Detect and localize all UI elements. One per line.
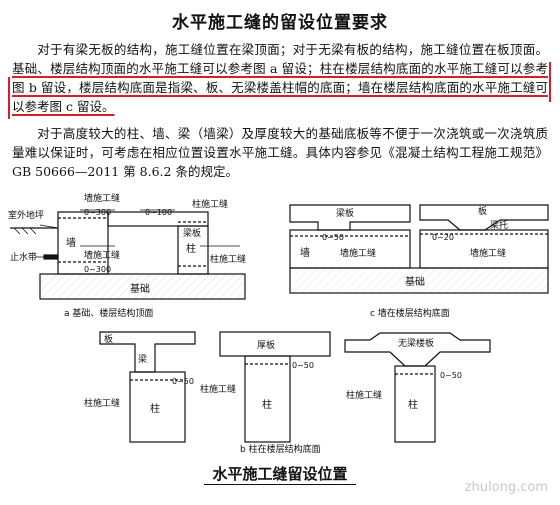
label-b-column-mid: 柱 bbox=[262, 398, 272, 411]
label-wall-joint-top: 墙施工缝 bbox=[84, 192, 120, 204]
label-b-beam: 梁 bbox=[138, 353, 147, 365]
paragraph-2-text: 对于高度较大的柱、墙、梁（墙梁）及厚度较大的基础底板等不便于一次浇筑或一次浇筑质… bbox=[12, 126, 548, 179]
page-title: 水平施工缝的留设位置要求 bbox=[172, 13, 388, 33]
figure-caption-text: 水平施工缝留设位置 bbox=[204, 465, 356, 485]
paragraph-1-highlight: 基础、楼层结构顶面的水平施工缝可以参考图 a 留设；柱在楼层结构底面的水平施工缝… bbox=[12, 61, 548, 114]
label-c-dim-0-20: 0~20 bbox=[432, 233, 454, 242]
label-dim-0-100: 0~100 bbox=[145, 208, 172, 217]
label-beam-board: 梁板 bbox=[183, 227, 201, 239]
label-c-beam-board: 梁板 bbox=[336, 207, 354, 219]
figure-caption: 水平施工缝留设位置 bbox=[0, 463, 560, 485]
figure-a bbox=[10, 209, 246, 300]
figure-b bbox=[99, 331, 491, 443]
label-b-column-joint-left: 柱施工缝 bbox=[84, 397, 120, 409]
column-right bbox=[394, 365, 436, 443]
label-c-wall-joint-left: 墙施工缝 bbox=[340, 247, 376, 259]
label-column-joint-top: 柱施工缝 bbox=[192, 198, 228, 210]
beam-slab bbox=[107, 211, 209, 227]
column-left bbox=[129, 371, 186, 443]
label-c-beam-support: 梁托 bbox=[490, 219, 508, 231]
label-c-foundation: 基础 bbox=[405, 275, 425, 288]
label-wall-joint-bottom: 墙施工缝 bbox=[84, 249, 120, 261]
label-c-wall-joint-right: 墙施工缝 bbox=[470, 247, 506, 259]
flat-slab bbox=[344, 332, 491, 367]
figure-c-caption: c 墙在楼层结构底面 bbox=[370, 307, 450, 319]
label-c-dim-0-50: 0~50 bbox=[322, 233, 344, 242]
label-b-dim-mid: 0~50 bbox=[292, 361, 314, 370]
watermark: zhulong.com bbox=[464, 480, 548, 495]
label-b-column-left: 柱 bbox=[150, 402, 160, 415]
label-wall: 墙 bbox=[66, 236, 76, 249]
paragraph-1-intro: 对于有梁无板的结构，施工缝位置在梁顶面；对于无梁有板的结构，施工缝位置在板顶面。 bbox=[37, 42, 548, 57]
paragraph-1: 对于有梁无板的结构，施工缝位置在梁顶面；对于无梁有板的结构，施工缝位置在板顶面。… bbox=[12, 40, 548, 116]
label-b-column-right: 柱 bbox=[408, 398, 418, 411]
highlight-rule-right bbox=[549, 62, 551, 102]
slab-beam-left bbox=[99, 331, 196, 373]
label-waterstop: 止水带 bbox=[10, 251, 37, 263]
paragraph-2: 对于高度较大的柱、墙、梁（墙梁）及厚度较大的基础底板等不便于一次浇筑或一次浇筑质… bbox=[12, 124, 548, 181]
label-c-board: 板 bbox=[478, 205, 487, 217]
label-b-flat-slab: 无梁楼板 bbox=[398, 337, 434, 349]
label-dim-0-300-bottom: 0~300 bbox=[84, 265, 111, 274]
label-b-column-joint-mid: 柱施工缝 bbox=[200, 383, 236, 395]
label-dim-0-300-top: 0~300 bbox=[84, 208, 111, 217]
label-outdoor-ground: 室外地坪 bbox=[8, 209, 44, 221]
label-c-wall: 墙 bbox=[300, 246, 310, 259]
waterstop-mark bbox=[43, 254, 59, 260]
column-mid bbox=[244, 355, 291, 443]
figure-a-caption: a 基础、楼层结构顶面 bbox=[64, 307, 153, 319]
label-column: 柱 bbox=[186, 242, 196, 255]
figure-c bbox=[289, 204, 549, 294]
label-foundation: 基础 bbox=[130, 282, 150, 295]
label-b-slab: 板 bbox=[104, 333, 113, 345]
label-column-joint-bottom: 柱施工缝 bbox=[210, 253, 246, 265]
figure-b-caption: b 柱在楼层结构底面 bbox=[240, 443, 321, 455]
label-b-thick-slab: 厚板 bbox=[257, 339, 275, 351]
label-b-dim-left: 0~50 bbox=[172, 377, 194, 386]
label-b-column-joint-right: 柱施工缝 bbox=[346, 389, 382, 401]
label-b-dim-right: 0~50 bbox=[440, 371, 462, 380]
highlight-rule-left bbox=[8, 77, 10, 119]
